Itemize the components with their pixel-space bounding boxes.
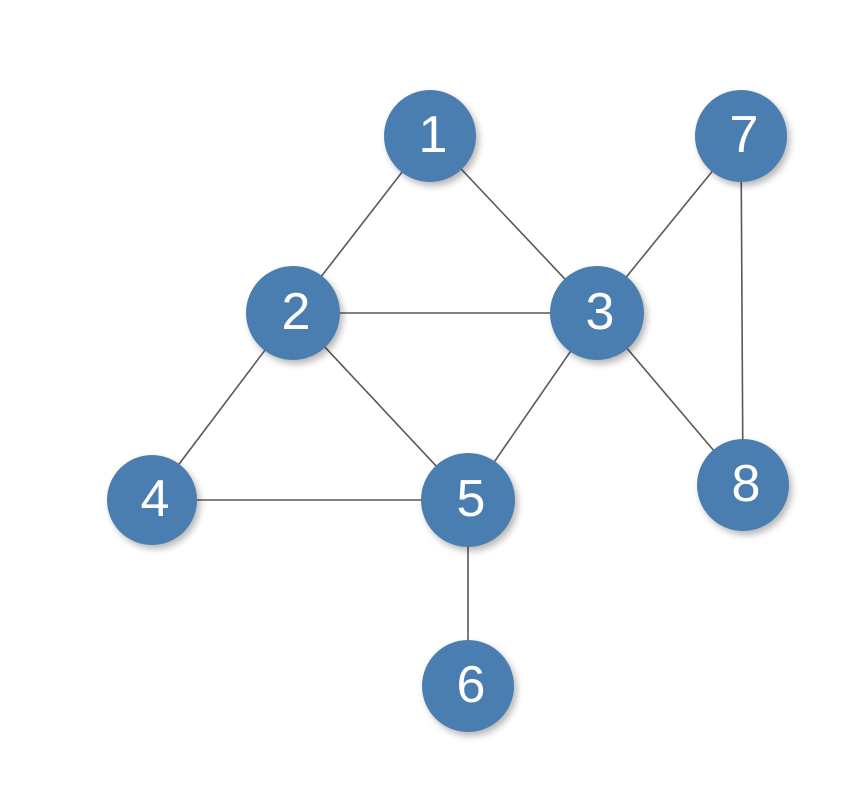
graph-node-7[interactable]: 7: [695, 90, 787, 182]
graph-edge-3-8: [625, 346, 716, 452]
graph-node-8[interactable]: 8: [697, 439, 789, 531]
graph-node-6[interactable]: 6: [422, 640, 514, 732]
graph-edge-3-5: [492, 349, 573, 464]
graph-node-label-6: 6: [456, 656, 486, 714]
graph-edge-3-7: [624, 169, 714, 279]
graph-edge-2-4: [177, 348, 267, 467]
graph-node-5[interactable]: 5: [421, 453, 515, 547]
graph-node-3[interactable]: 3: [550, 266, 644, 360]
graph-node-label-4: 4: [140, 470, 170, 528]
graph-node-label-2: 2: [281, 283, 311, 341]
graph-edge-1-2: [319, 170, 404, 278]
graph-edge-7-8: [740, 179, 744, 442]
graph-node-2[interactable]: 2: [246, 266, 340, 360]
graph-node-label-8: 8: [731, 455, 761, 513]
graph-node-4[interactable]: 4: [107, 455, 197, 545]
graph-node-label-1: 1: [418, 106, 448, 164]
graph-node-label-3: 3: [585, 283, 615, 341]
graph-node-label-5: 5: [456, 470, 486, 528]
graph-edge-1-3: [459, 167, 567, 281]
graph-node-1[interactable]: 1: [384, 90, 476, 182]
graph-edge-2-5: [323, 345, 438, 468]
graph-node-label-7: 7: [729, 106, 759, 164]
